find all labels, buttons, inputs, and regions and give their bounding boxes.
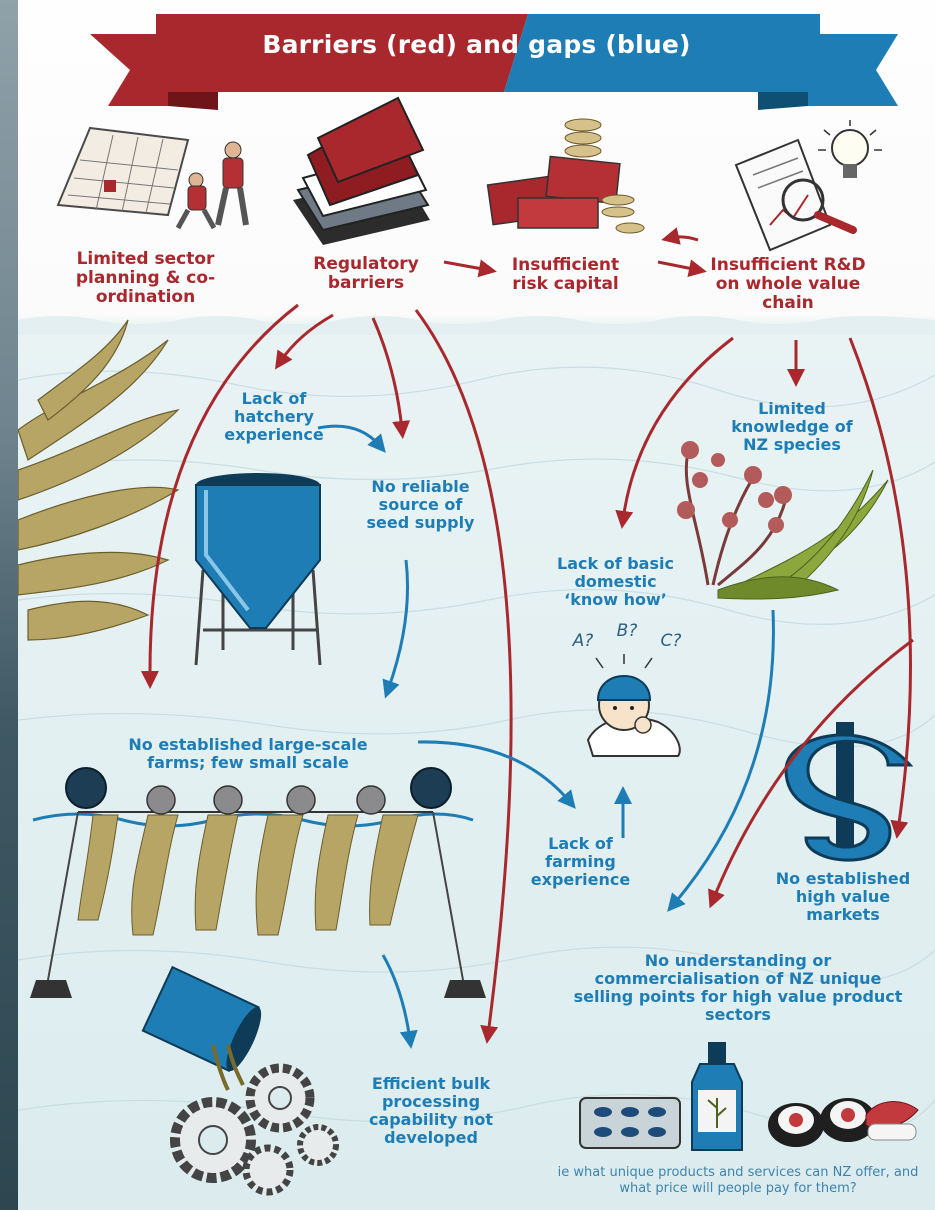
red-seaweed-icon [677,441,792,587]
gap-label-processing: Efficient bulk processing capability not… [368,1074,494,1147]
people-figures [175,141,249,230]
barrier-label-rnd: Insufficient R&D on whole value chain [710,255,866,314]
seaweed-icon [18,319,180,641]
sushi-icon [768,1098,919,1147]
infographic-poster: Barriers (red) and gaps (blue) Limited s… [18,0,935,1210]
bottle-icon [691,1042,743,1151]
title-banner [90,14,898,110]
thinking-mark-b: B? [616,621,638,641]
footnote-text: ie what unique products and services can… [557,1165,919,1197]
gap-label-know-how: Lack of basic domestic ‘know how’ [557,554,674,609]
gap-label-usp: No understanding or commercialisation of… [573,951,903,1024]
barrier-label-planning: Limited sector planning & co-ordination [75,249,216,308]
gap-arrows [317,424,775,1049]
illustration-layer [18,14,935,1196]
calendar-icon [56,126,190,217]
thinking-person-icon [586,654,681,757]
gap-label-markets: No established high value markets [775,869,911,924]
gears-icon [170,1063,339,1196]
money-stack-icon [486,118,645,234]
books-icon [293,96,430,245]
capsules-icon [579,1097,681,1149]
buoy-farm-icon [30,767,486,998]
wave-line [18,316,935,335]
barrier-arrows [140,227,914,1044]
lightbulb-icon [818,120,882,178]
barrier-label-risk-capital: Insufficient risk capital [511,255,620,295]
gap-label-farming-experience: Lack of farming experience [530,834,631,889]
bucket-icon [141,965,262,1091]
research-report-icon [734,138,857,252]
gap-label-seed: No reliable source of seed supply [366,477,475,532]
gap-label-farms: No established large-scale farms; few sm… [128,735,368,772]
gap-label-hatchery: Lack of hatchery experience [224,389,324,444]
page-title: Barriers (red) and gaps (blue) [262,30,691,59]
water-texture [18,366,935,1135]
background-photo-edge [0,0,18,1210]
gap-label-nz-species: Limited knowledge of NZ species [731,399,853,454]
dollar-sign-icon [784,722,914,862]
thinking-mark-c: C? [660,631,682,651]
green-seaweed-icon [717,469,889,600]
barrier-label-regulatory: Regulatory barriers [313,254,419,294]
hatchery-tank-icon [194,473,322,666]
thinking-mark-a: A? [572,631,594,651]
